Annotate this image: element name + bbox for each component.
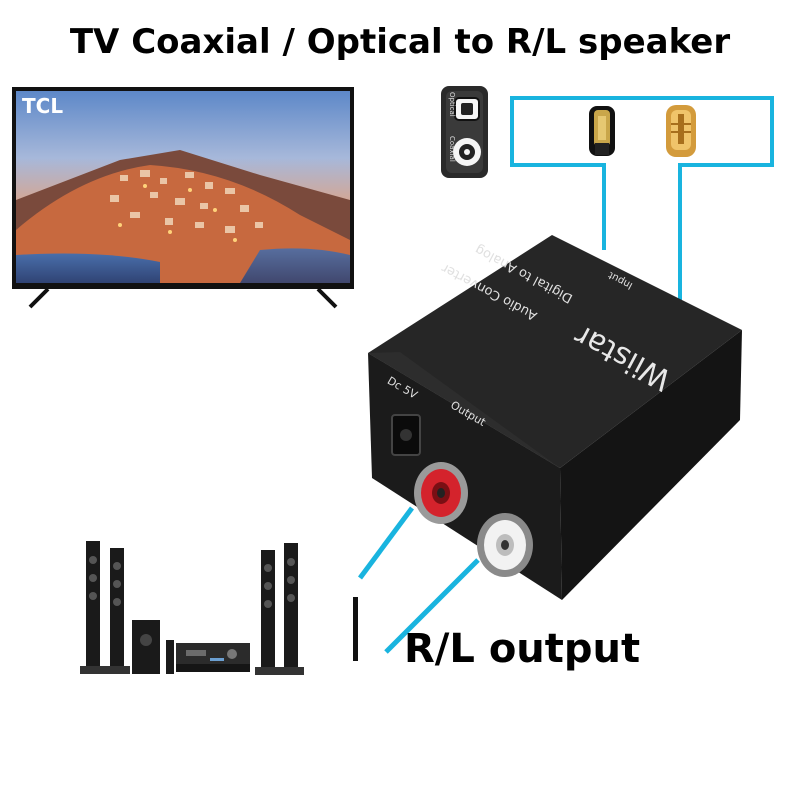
port-label-optical: Optical (448, 92, 456, 117)
coaxial-plug-icon (666, 105, 696, 157)
rl-output-label: R/L output (404, 626, 641, 672)
rca-white-jack (477, 513, 533, 577)
tv-brand: TCL (22, 94, 63, 118)
optical-coaxial-port-icon: Optical Coaxial (441, 86, 488, 178)
toslink-plug-icon (589, 106, 615, 156)
page-title: TV Coaxial / Optical to R/L speaker (69, 22, 731, 62)
speaker-system-icon (80, 541, 304, 675)
rca-red-jack (414, 462, 468, 524)
port-label-coaxial: Coaxial (448, 136, 456, 162)
output-cables (357, 506, 480, 654)
converter-box: Wiistar Digital to Analog Audio Converte… (368, 235, 742, 600)
tv-icon: TCL (12, 87, 354, 309)
input-cable-bracket (510, 96, 774, 302)
